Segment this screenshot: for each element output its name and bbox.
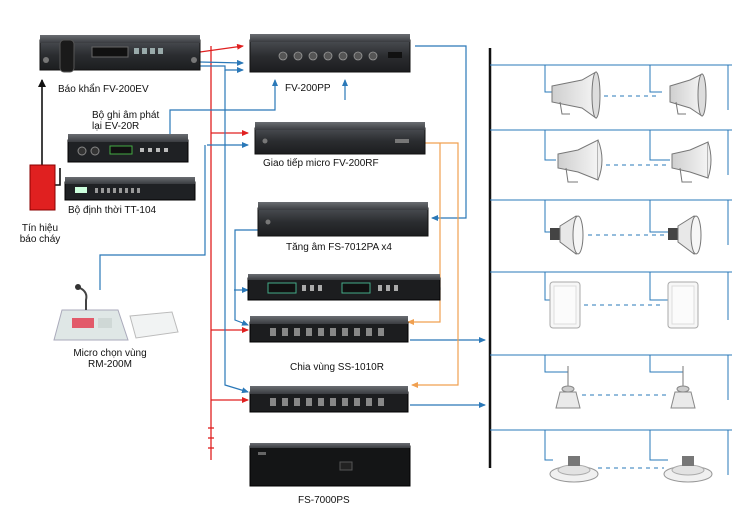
fs7000ps-label: FS-7000PS bbox=[298, 495, 350, 506]
horn-speaker-left bbox=[551, 71, 601, 119]
fv200rf-device bbox=[254, 122, 426, 155]
fs7012pa-device bbox=[257, 202, 429, 237]
ss1010r-device-2 bbox=[249, 386, 409, 413]
fv200rf-label: Giao tiếp micro FV-200RF bbox=[263, 158, 379, 169]
ev20r-device bbox=[67, 134, 189, 163]
red-dash-segments bbox=[208, 427, 214, 449]
zone-selector-label: Chia vùng SS-1010R bbox=[290, 362, 384, 373]
fv200pp-label: FV-200PP bbox=[285, 83, 331, 94]
wall-speaker-right bbox=[667, 281, 699, 329]
fs7000ps-device bbox=[249, 443, 411, 487]
tt104-label: Bộ định thời TT-104 bbox=[68, 205, 157, 216]
fire-signal-box bbox=[29, 164, 56, 211]
ss1010r-device-1 bbox=[249, 316, 409, 343]
pendant-speaker-right bbox=[670, 366, 696, 409]
fv200ev-label: Báo khẩn FV-200EV bbox=[58, 84, 149, 95]
rm200m-label-line1: Micro chọn vùng bbox=[73, 348, 147, 359]
ceiling-speaker-left bbox=[549, 456, 599, 483]
pendant-speaker-left bbox=[555, 366, 581, 409]
fire-signal-label-line1: Tín hiệu bbox=[21, 223, 59, 234]
fire-signal-label-line2: báo cháy bbox=[19, 234, 61, 245]
tt104-device bbox=[64, 177, 196, 201]
ev20r-label-line2: lại EV-20R bbox=[92, 121, 140, 132]
ev20r-label-line1: Bộ ghi âm phát bbox=[92, 110, 160, 121]
round-horn-speaker-right bbox=[668, 215, 702, 255]
fs7012pa-label: Tăng âm FS-7012PA x4 bbox=[286, 242, 392, 253]
red-connections bbox=[199, 43, 249, 460]
dashed-spans bbox=[582, 95, 668, 469]
black-connections bbox=[38, 79, 61, 186]
wall-speaker-left bbox=[549, 281, 581, 329]
wide-horn-speaker-left bbox=[557, 139, 603, 183]
horn-speaker-right bbox=[669, 73, 707, 117]
rm200m-label-line2: RM-200M bbox=[88, 359, 132, 370]
ceiling-speaker-right bbox=[663, 456, 713, 483]
round-horn-speaker-left bbox=[550, 215, 584, 255]
wide-horn-speaker-right bbox=[671, 141, 712, 183]
speaker-zone-lines bbox=[490, 64, 732, 475]
tuner-player-device bbox=[247, 274, 441, 301]
orange-connections bbox=[407, 142, 459, 388]
fv200ev-device bbox=[39, 35, 201, 73]
fv200pp-device bbox=[249, 34, 411, 73]
rm200m-console bbox=[53, 284, 179, 341]
